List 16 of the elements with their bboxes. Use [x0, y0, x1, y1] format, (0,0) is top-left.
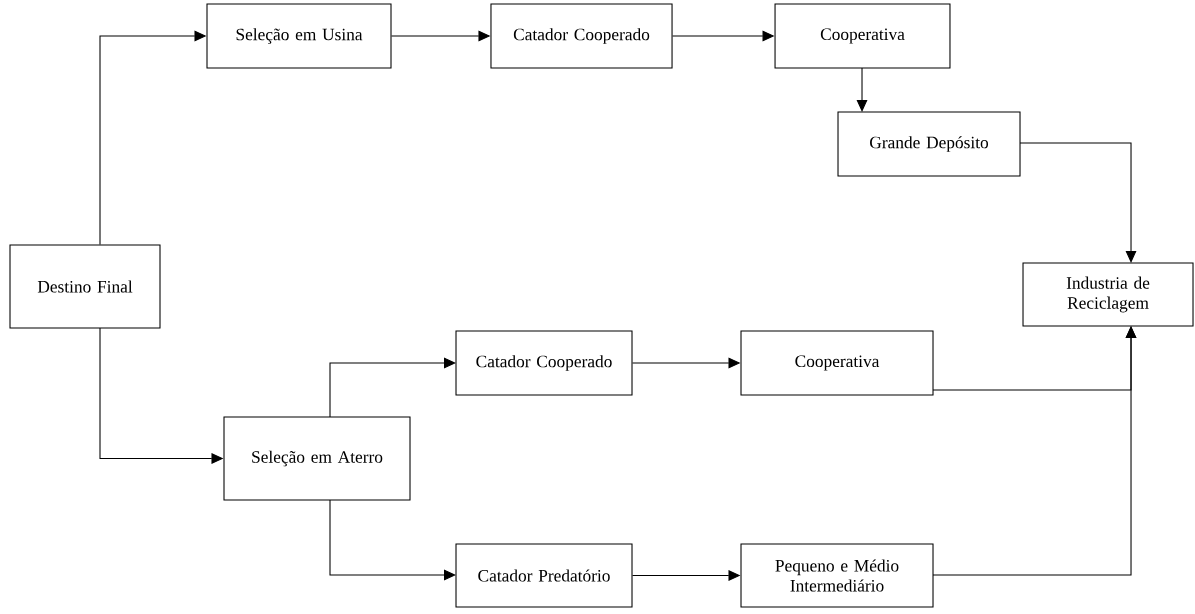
process-box: Pequeno e Médio Intermediário	[740, 543, 934, 608]
arrow	[856, 67, 868, 112]
process-box: Catador Predatório	[455, 543, 633, 608]
process-box: Seleção em Usina	[206, 3, 392, 69]
process-box: Seleção em Aterro	[223, 416, 411, 501]
process-box: Grande Depósito	[837, 111, 1021, 177]
process-box: Catador Cooperado	[455, 330, 633, 396]
arrow	[329, 499, 456, 581]
process-box: Catador Cooperado	[490, 3, 673, 69]
process-box: Destino Final	[9, 244, 161, 329]
arrow	[329, 357, 456, 418]
process-box: Cooperativa	[740, 330, 934, 396]
process-box: Industria de Reciclagem	[1022, 262, 1194, 327]
arrow	[1019, 142, 1137, 263]
arrow	[932, 326, 1137, 576]
process-box: Cooperativa	[774, 3, 951, 69]
